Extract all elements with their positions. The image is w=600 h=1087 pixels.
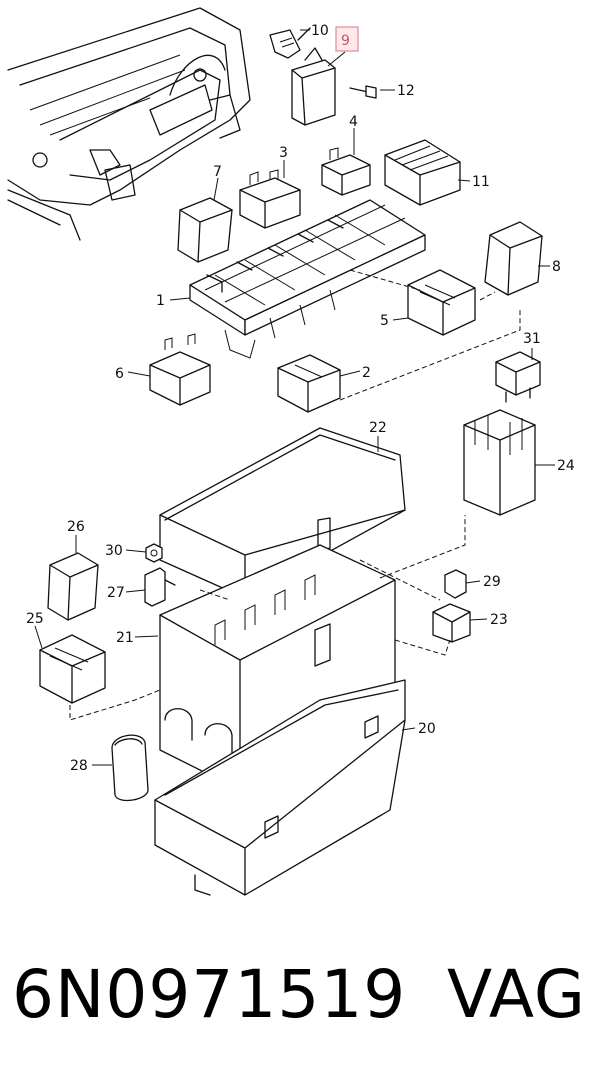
callout-7: 7	[213, 164, 222, 180]
part-31-fuse	[495, 351, 541, 403]
callout-4: 4	[349, 114, 358, 130]
brand-label: VAG	[446, 956, 586, 1033]
callout-6: 6	[115, 366, 124, 382]
part-26-relay	[47, 552, 99, 621]
callout-29: 29	[483, 574, 501, 590]
part-11-fuse-strip	[384, 139, 461, 206]
part-28-cap	[111, 734, 149, 802]
part-23-fuse-base	[432, 603, 471, 643]
part-24-fuse-holder	[463, 409, 536, 516]
callout-28: 28	[70, 758, 88, 774]
exploded-parts-diagram: 9 10 12 4 3 11 7 8 1 5 6 2 31 22 24 26 3…	[7, 7, 575, 896]
callout-9-highlight	[335, 26, 359, 52]
callout-23: 23	[490, 612, 508, 628]
part-2-relay-socket	[277, 354, 341, 413]
callout-9: 9	[341, 33, 350, 49]
callout-26: 26	[67, 519, 85, 535]
part-25-relay-socket	[39, 634, 106, 704]
callout-30: 30	[105, 543, 123, 559]
part-27-bracket	[144, 567, 176, 607]
part-8-relay	[484, 221, 543, 296]
callout-1: 1	[156, 293, 165, 309]
callout-5: 5	[380, 313, 389, 329]
caption-bar: 6N0971519 VAG	[0, 950, 600, 1070]
callout-31: 31	[523, 331, 541, 347]
callout-labels: 9 10 12 4 3 11 7 8 1 5 6 2 31 22 24 26 3…	[26, 23, 575, 774]
callout-11: 11	[472, 174, 490, 190]
part-3-fuse-holder	[239, 169, 301, 229]
callout-12: 12	[397, 83, 415, 99]
part-29-clip	[444, 569, 467, 599]
callout-27: 27	[107, 585, 125, 601]
part-20-lower-housing	[154, 679, 406, 896]
part-4-fuse-holder	[321, 147, 371, 196]
part-1-relay-carrier	[189, 199, 426, 359]
callout-21: 21	[116, 630, 134, 646]
callout-22: 22	[369, 420, 387, 436]
callout-8: 8	[552, 259, 561, 275]
part-number: 6N0971519	[12, 956, 407, 1033]
assembly-dashed-lines	[69, 269, 521, 721]
part-10-connector	[269, 27, 311, 59]
part-9-relay	[291, 47, 336, 126]
vehicle-body-section	[7, 7, 251, 241]
part-7-relay	[177, 197, 233, 263]
callout-10: 10	[311, 23, 329, 39]
part-12-screw	[349, 85, 377, 99]
part-6-relay-socket	[149, 333, 211, 406]
callout-2: 2	[362, 365, 371, 381]
callout-25: 25	[26, 611, 44, 627]
callout-20: 20	[418, 721, 436, 737]
callout-24: 24	[557, 458, 575, 474]
part-5-relay-socket	[407, 269, 476, 336]
part-30-nut	[145, 543, 163, 563]
callout-3: 3	[279, 145, 288, 161]
leader-lines	[34, 29, 555, 766]
